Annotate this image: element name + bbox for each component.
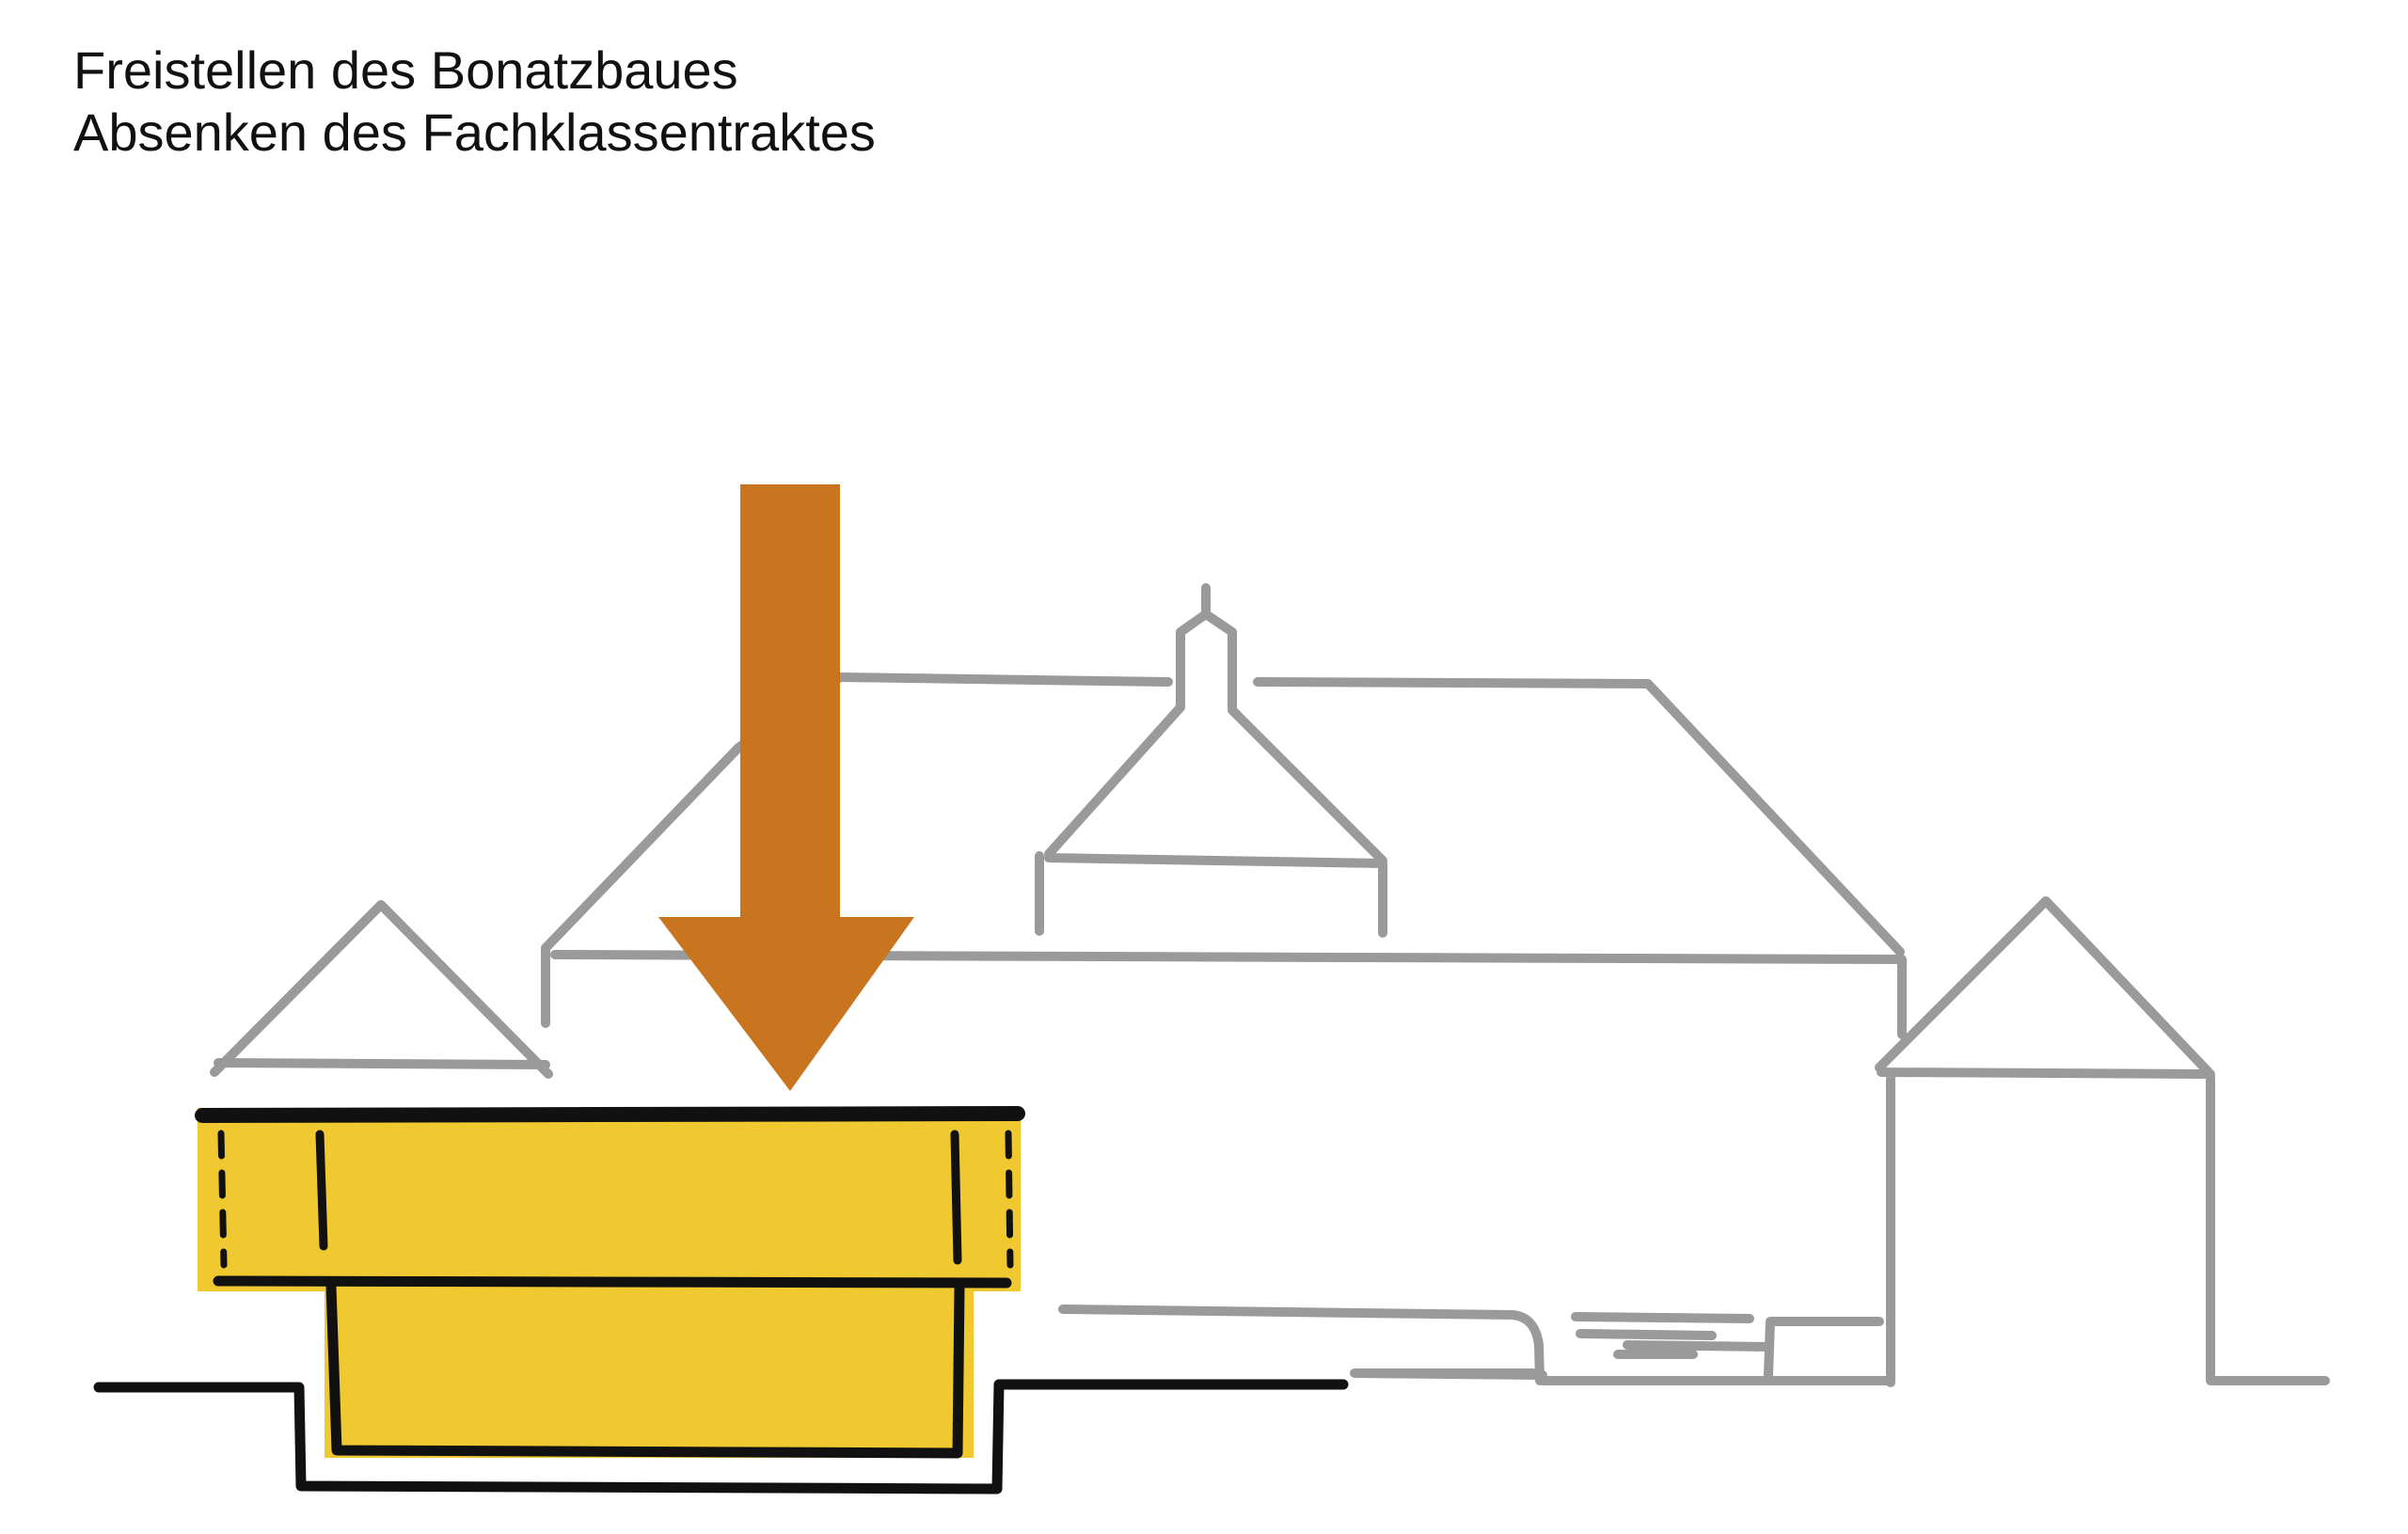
lowering-arrow [658, 484, 914, 1091]
main-roof [541, 672, 1905, 1028]
left-small-gable [210, 900, 553, 1079]
new-building-fachklassentrakt [198, 1108, 1021, 1458]
arrow-shape [658, 484, 914, 1091]
existing-terrace [1571, 1312, 1773, 1359]
caption: Freistellen des Bonatzbaues Absenken des… [73, 40, 876, 164]
ground-right [1350, 1368, 1547, 1380]
new-building-outline [93, 1106, 1349, 1494]
lower-box [325, 1281, 965, 1459]
mid-slab [213, 1275, 1012, 1289]
inner-columns [315, 1130, 962, 1265]
caption-line-1: Freistellen des Bonatzbaues [73, 40, 738, 100]
upper-volume-fill [198, 1108, 1021, 1291]
main-eave-line [550, 950, 1907, 1039]
central-cupola [1176, 583, 1237, 712]
roof-slab [195, 1106, 1025, 1123]
right-tower [1875, 896, 2330, 1387]
lower-volume-fill [325, 1284, 974, 1458]
caption-line-2: Absenken des Fachklassentraktes [73, 103, 876, 162]
dashed-edges [217, 1130, 1014, 1269]
existing-building-bonatzbau [210, 583, 2330, 1387]
central-dormer [1035, 703, 1387, 938]
ground-and-pit [93, 1379, 1349, 1494]
